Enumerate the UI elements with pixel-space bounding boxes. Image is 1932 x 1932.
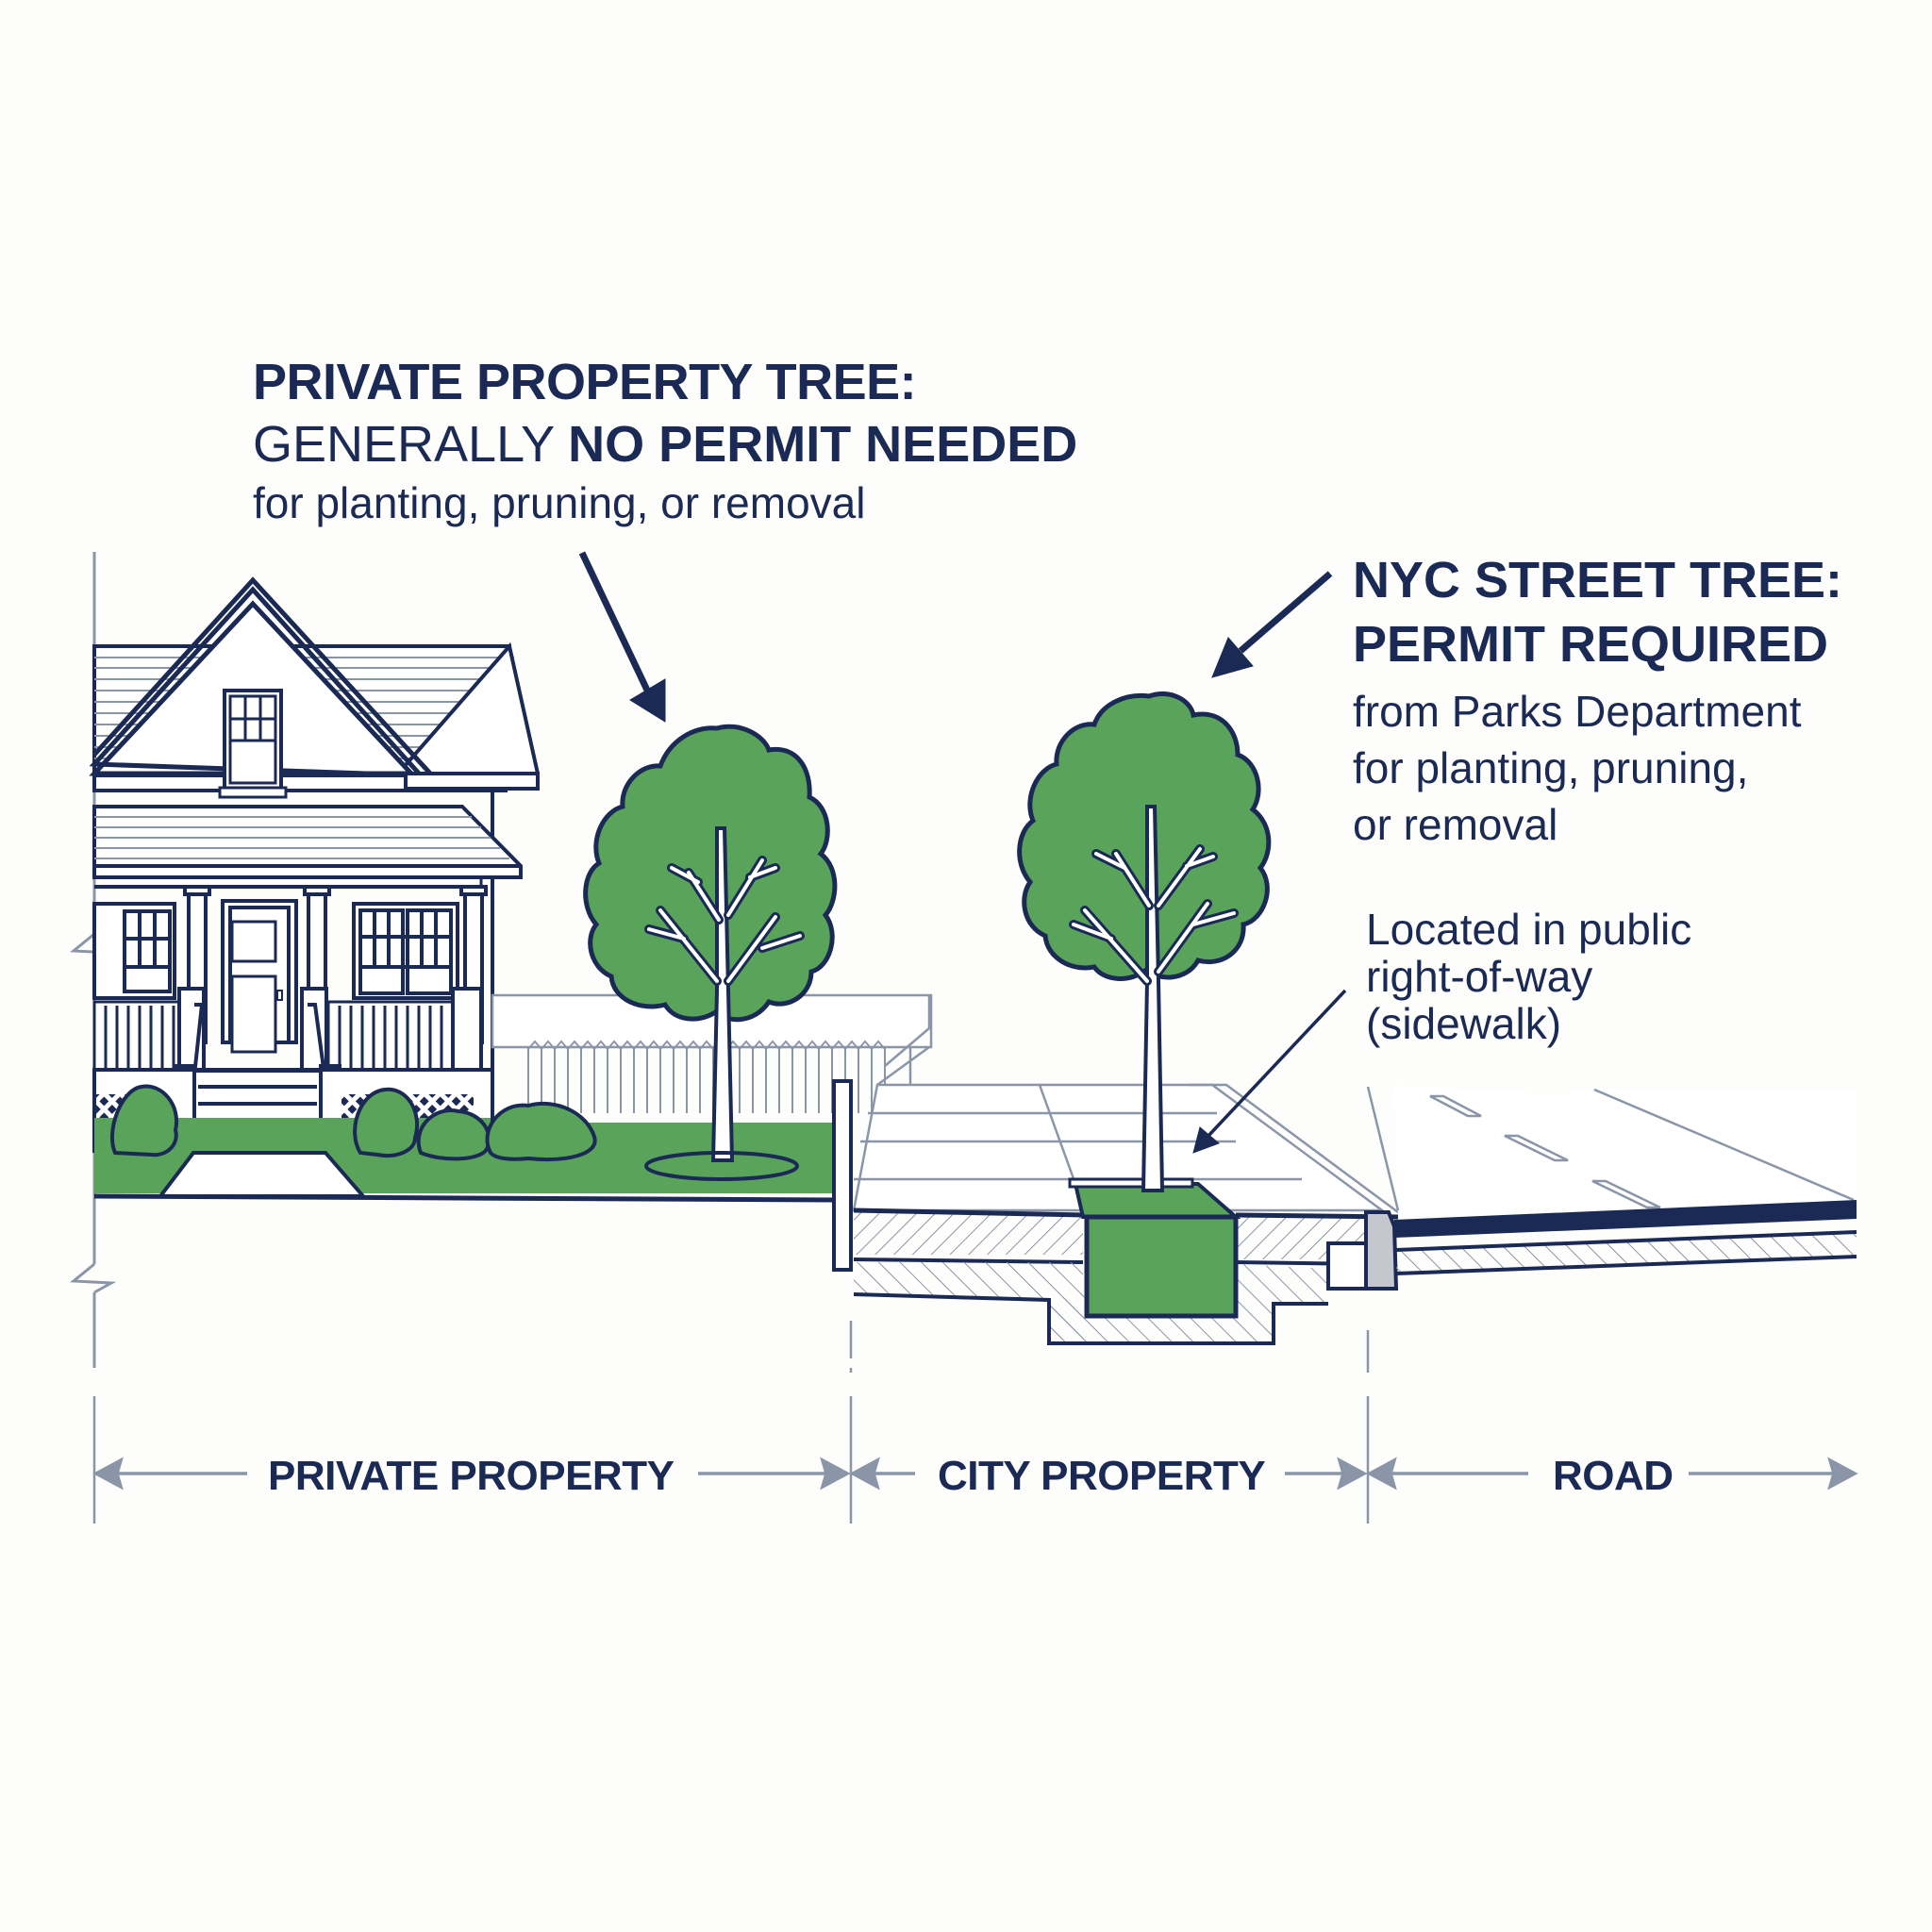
private-callout-emphasis: NO PERMIT NEEDED — [568, 416, 1078, 473]
location-line-3: (sidewalk) — [1366, 999, 1562, 1048]
dimension-arrow-icon — [92, 1457, 1858, 1491]
street-callout-detail-3: or removal — [1353, 800, 1558, 849]
zone-dividers — [92, 1321, 1370, 1524]
private-callout-detail: for planting, pruning, or removal — [253, 478, 866, 527]
location-line-2: right-of-way — [1366, 952, 1593, 1001]
zone-label-city-property: CITY PROPERTY — [928, 1453, 1275, 1500]
shrub-icon — [109, 1084, 597, 1161]
street-callout-title: NYC STREET TREE: — [1353, 552, 1843, 608]
private-callout-permit-line: GENERALLY NO PERMIT NEEDED — [253, 419, 1077, 470]
street-callout-detail-2: for planting, pruning, — [1353, 743, 1749, 792]
street-callout-detail-1: from Parks Department — [1353, 687, 1802, 736]
private-tree-icon — [583, 724, 838, 1181]
location-callout: Located in public right-of-way (sidewalk… — [1366, 906, 1691, 1047]
street-tree-icon — [1017, 691, 1272, 1192]
zone-label-private-property: PRIVATE PROPERTY — [258, 1453, 684, 1500]
curb-icon — [1326, 1210, 1399, 1291]
tree-pit-icon — [1068, 1177, 1241, 1319]
private-callout-title: PRIVATE PROPERTY TREE: — [253, 354, 917, 410]
street-tree-callout: NYC STREET TREE: PERMIT REQUIRED from Pa… — [1353, 555, 1842, 853]
zone-label-road: ROAD — [1543, 1453, 1683, 1500]
sidewalk-icon — [832, 1045, 1399, 1345]
private-tree-callout: PRIVATE PROPERTY TREE: GENERALLY NO PERM… — [253, 357, 1077, 525]
house-icon — [89, 576, 540, 1158]
road-icon — [1366, 1085, 1857, 1275]
street-callout-subtitle: PERMIT REQUIRED — [1353, 616, 1829, 673]
location-line-1: Located in public — [1366, 905, 1692, 954]
private-callout-prefix: GENERALLY — [253, 416, 555, 473]
callout-arrow-icon — [578, 551, 1347, 1154]
